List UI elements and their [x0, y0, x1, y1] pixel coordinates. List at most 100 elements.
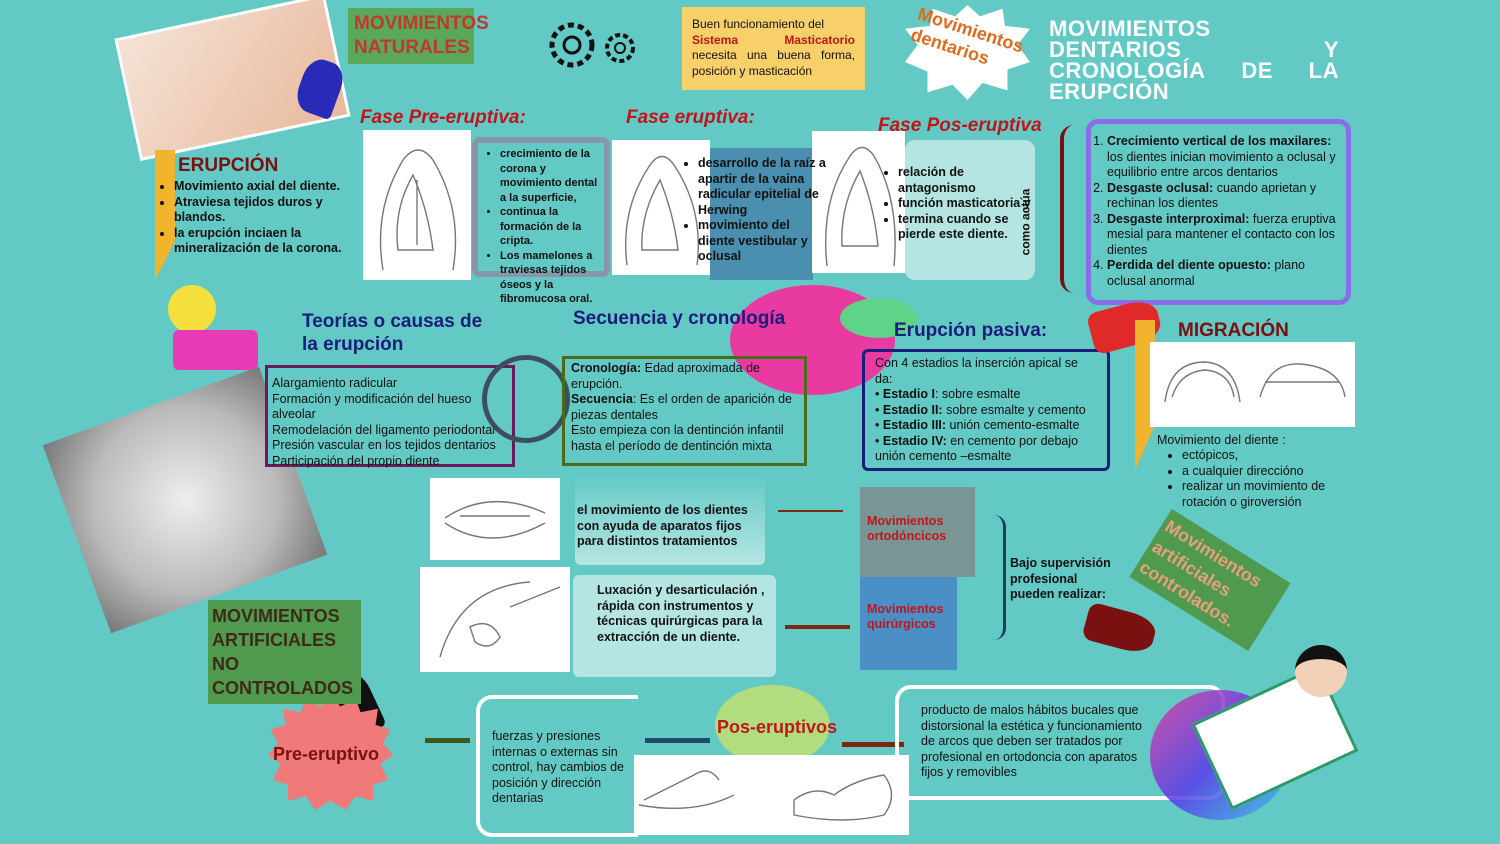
list-item: movimiento del diente vestibular y oclus… — [698, 218, 827, 265]
lightbulb-illustration — [168, 285, 263, 385]
list-item: Movimiento axial del diente. — [174, 179, 358, 195]
arrow-right-1 — [425, 738, 470, 743]
eru-list: desarrollo de la raíz a apartir de la va… — [682, 156, 827, 265]
erupcion-list: Movimiento axial del diente.Atraviesa te… — [158, 179, 358, 257]
naturales-flag: MOVIMIENTOS NATURALES — [348, 8, 489, 64]
note-line: Buen funcionamiento del — [692, 17, 825, 31]
surgical-sketch — [420, 567, 570, 672]
list-item: Los mamelones a traviesas tejidos óseos … — [500, 249, 604, 307]
supervision-text: Bajo supervisión profesional pueden real… — [1010, 556, 1111, 601]
list-item: • Estadio III: unión cemento-esmalte — [875, 418, 1080, 432]
arrow-left-quir — [785, 625, 850, 629]
pre-starburst — [268, 695, 393, 810]
migracion-title: MIGRACIÓN — [1178, 320, 1289, 341]
title-word: DE — [1241, 58, 1273, 83]
list-item: Perdida del diente opuesto: plano oclusa… — [1107, 258, 1342, 289]
list-item: Atraviesa tejidos duros y blandos. — [174, 195, 358, 226]
list-item: continua la formación de la cripta. — [500, 205, 604, 249]
list-item: • Estadio II: sobre esmalte y cemento — [875, 402, 1086, 417]
list-item: Formación y modificación del hueso alveo… — [272, 391, 472, 422]
pos-title: Fase Pos-eruptiva — [878, 115, 1042, 136]
pasiva-box: Con 4 estadios la inserción apical se da… — [862, 349, 1110, 471]
title-word: DENTARIOS — [1049, 37, 1182, 62]
title-word: LA — [1308, 58, 1339, 83]
list-item: • Estadio I: sobre esmalte — [875, 387, 1021, 401]
braces-sketch — [430, 478, 560, 560]
puzzle-piece-orto — [860, 487, 975, 577]
list-item: crecimiento de la corona y movimiento de… — [500, 147, 604, 205]
list-item: realizar un movimiento de rotación o gir… — [1182, 479, 1348, 510]
orto-text: el movimiento de los dientes con ayuda d… — [575, 473, 765, 565]
title-word: CRONOLOGÍA — [1049, 58, 1206, 83]
list-item: Crecimiento vertical de los maxilares: l… — [1107, 134, 1342, 181]
title-line: ERUPCIÓN — [1049, 79, 1170, 104]
secuencia-title: Secuencia y cronología — [573, 308, 786, 329]
list-item: Participación del propio diente — [272, 453, 440, 468]
arrow-right-2 — [645, 738, 710, 743]
tooth-sketch-2 — [612, 140, 710, 275]
arrow-left-orto — [778, 510, 843, 512]
note-sistema: Sistema — [692, 32, 739, 47]
cronologia-label: Cronología: — [571, 361, 642, 375]
title-line: MOVIMIENTOS — [1049, 16, 1211, 41]
pos-starburst — [715, 685, 830, 765]
orto-label: Movimientos ortodóncicos — [867, 514, 947, 543]
secuencia-text: : Es el orden de aparición de piezas den… — [571, 392, 792, 422]
dental-arch-sketch — [1150, 342, 1355, 427]
migracion-intro: Movimiento del diente : — [1157, 433, 1286, 447]
quir-label: Movimientos quirúrgicos — [867, 602, 944, 631]
note-masticatorio: Masticatorio — [784, 32, 855, 47]
preeruptivo-label: Pre-eruptivo — [273, 744, 380, 764]
erupcion-accent — [155, 150, 175, 280]
step-2-icon — [840, 298, 918, 338]
brace-right — [994, 515, 1006, 640]
secuencia-box: Cronología: Edad aproximada de erupción.… — [562, 356, 807, 466]
woman-head — [1295, 645, 1347, 697]
clock-icon — [482, 355, 570, 443]
list-item: Desgaste interproximal: fuerza eruptiva … — [1107, 212, 1342, 259]
list-item: Presión vascular en los tejidos dentario… — [272, 438, 496, 452]
teorias-title: Teorías o causas de la erupción — [302, 311, 483, 355]
page-title: MOVIMIENTOS DENTARIOS Y CRONOLOGÍA DE LA ER… — [1049, 16, 1339, 104]
gears-icon — [549, 22, 635, 68]
nocontrol-flag: MOVIMIENTOS ARTIFICIALES NO CONTROLADOS — [208, 600, 361, 704]
list-item: relación de antagonismo — [898, 165, 1032, 196]
secuencia-extra: Esto empieza con la dentinción infantil … — [571, 423, 784, 453]
note-box: Buen funcionamiento del Sistema Masticato… — [682, 7, 865, 90]
erupcion-title: ERUPCIÓN — [178, 155, 279, 176]
list-item: la erupción inciaen la mineralización de… — [174, 226, 358, 257]
poseruptivos-label: Pos-eruptivos — [717, 717, 838, 737]
producto-box: producto de malos hábitos bucales que di… — [895, 685, 1225, 800]
eru-box — [710, 148, 813, 280]
fuerzas-box: fuerzas y presiones internas o externas … — [476, 695, 638, 837]
title-word: Y — [1323, 37, 1339, 62]
tooth-sketch-3 — [812, 131, 905, 273]
list-item: función masticatoria y — [898, 196, 1032, 212]
arrow-right-3 — [842, 742, 904, 747]
pos-list: relación de antagonismofunción masticato… — [882, 165, 1032, 243]
pre-title: Fase Pre-eruptiva: — [360, 107, 526, 128]
dark-hand-icon — [1081, 601, 1159, 657]
list-item: Alargamiento radicular — [272, 376, 398, 390]
list-item: a cualquier direccióno — [1182, 464, 1348, 480]
pre-box: crecimiento de la corona y movimiento de… — [472, 137, 610, 305]
list-item: Remodelación del ligamento periodontal — [272, 422, 496, 437]
list-item: ectópicos, — [1182, 448, 1348, 464]
teeth-sketch-bottom — [634, 755, 909, 835]
pasiva-title: Erupción pasiva: — [894, 320, 1048, 341]
list-item: Desgaste oclusal: cuando aprietan y rech… — [1107, 181, 1342, 212]
puzzle-piece-quir — [860, 577, 957, 670]
pos-box — [905, 140, 1035, 280]
cronologia-text: Edad aproximada de erupción. — [571, 361, 760, 391]
migracion-list: ectópicos,a cualquier direcciónorealizar… — [1168, 448, 1348, 510]
list-item: termina cuando se pierde este diente. — [898, 212, 1032, 243]
note-line: necesita una buena forma, posición y mas… — [692, 48, 855, 78]
secuencia-label: Secuencia — [571, 392, 633, 406]
list-item: desarrollo de la raíz a apartir de la va… — [698, 156, 827, 218]
factors-box: Crecimiento vertical de los maxilares: l… — [1086, 119, 1351, 305]
tooth-sketch-1 — [363, 130, 471, 280]
list-item: • Estadio IV: en cemento por debajo unió… — [875, 433, 1079, 464]
quir-text: Luxación y desarticulación , rápida con … — [573, 575, 776, 677]
eru-title: Fase eruptiva: — [626, 107, 755, 128]
